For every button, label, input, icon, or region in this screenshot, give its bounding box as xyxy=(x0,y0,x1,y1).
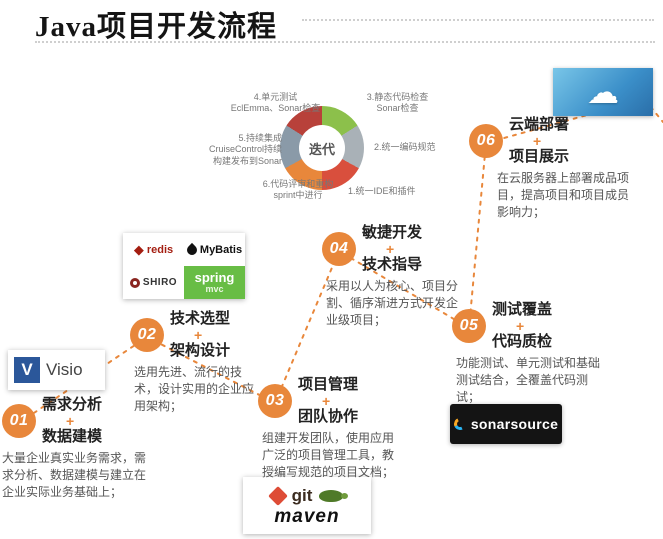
step-title-line1: 敏捷开发 xyxy=(362,224,423,241)
plus-separator: + xyxy=(322,392,331,409)
step-04-title: 敏捷开发 + 技术指导 xyxy=(362,224,462,273)
step-title-line1: 技术选型 xyxy=(170,310,231,327)
plus-separator: + xyxy=(533,132,542,149)
iteration-label-text: 3.静态代码检查 xyxy=(366,92,429,102)
step-title-line2: 项目展示 xyxy=(509,147,570,165)
iteration-center-label: 迭代 xyxy=(299,125,345,171)
plus-separator: + xyxy=(516,317,525,334)
step-01-description: 大量企业真实业务需求，需求分析、数据建模与建立在企业实际业务基础上； xyxy=(2,451,147,500)
step-title-line1: 测试覆盖 xyxy=(492,301,553,318)
step-01: 01 需求分析 + 数据建模 大量企业真实业务需求，需求分析、数据建模与建立在企… xyxy=(2,396,154,501)
mybatis-bird-icon xyxy=(184,242,199,257)
cloud-icon: ☁ xyxy=(587,74,619,110)
step-04: 04 敏捷开发 + 技术指导 采用以人为核心、项目分割、循序渐进方式开发企业级项… xyxy=(322,224,462,329)
shiro-icon xyxy=(129,277,140,288)
step-title-line2: 架构设计 xyxy=(170,341,231,359)
step-03-title: 项目管理 + 团队协作 xyxy=(298,376,404,425)
step-title-line2: 团队协作 xyxy=(298,407,359,425)
iteration-label-text: CruiseControl持续 xyxy=(208,144,282,155)
step-02-description: 选用先进、流行的技术，设计实用的企业应用架构； xyxy=(134,365,255,414)
step-title-line1: 项目管理 xyxy=(298,376,359,393)
step-05: 05 测试覆盖 + 代码质检 功能测试、单元测试和基础测试结合，全覆盖代码测试； xyxy=(452,301,602,406)
shiro-label: SHIRO xyxy=(142,277,178,288)
page-title: Java项目开发流程 xyxy=(35,11,278,43)
step-03-number-badge: 03 xyxy=(258,384,292,418)
maven-label: maven xyxy=(274,505,340,527)
iteration-label-unified-ide: 1.统一IDE和插件 xyxy=(348,186,440,197)
mybatis-label: MyBatis xyxy=(199,243,243,256)
plus-separator: + xyxy=(386,240,395,257)
step-06: 06 云端部署 + 项目展示 在云服务器上部署成品项目，提高项目和项目成员影响力… xyxy=(469,116,629,221)
iteration-label-text: 2.统一编码规范 xyxy=(374,142,436,152)
title-dotted-line-bottom xyxy=(35,41,655,43)
title-dotted-line-right xyxy=(302,19,654,21)
step-02-title: 技术选型 + 架构设计 xyxy=(170,310,264,359)
step-02-number-badge: 02 xyxy=(130,318,164,352)
iteration-label-text: 5.持续集成 xyxy=(238,133,282,143)
iteration-label-coding-standard: 2.统一编码规范 xyxy=(374,142,464,153)
step-title-line1: 云端部署 xyxy=(509,116,570,133)
iteration-label-text: 6.代码评审和重构 xyxy=(262,179,334,189)
mybatis-logo: MyBatis xyxy=(184,233,245,266)
redis-icon: ◆ xyxy=(133,242,144,257)
iteration-donut: 迭代 xyxy=(280,106,364,190)
step-06-description: 在云服务器上部署成品项目，提高项目和项目成员影响力； xyxy=(497,171,630,220)
tech-logos-panel: ◆ redis MyBatis SHIRO spring mvc xyxy=(123,233,245,299)
sonarsource-logo: sonarsource xyxy=(450,404,562,444)
step-03: 03 项目管理 + 团队协作 组建开发团队，使用应用广泛的项目管理工具，教授编写… xyxy=(258,376,404,481)
iteration-label-text: 4.单元测试 xyxy=(253,92,298,102)
plus-separator: + xyxy=(66,412,75,429)
iteration-label-continuous-integration: 5.持续集成 CruiseControl持续 构建发布到Sonar xyxy=(198,133,282,167)
iteration-label-text: sprint中进行 xyxy=(273,190,323,201)
step-05-number-badge: 05 xyxy=(452,309,486,343)
iteration-label-unit-test: 4.单元测试 EclEmma、Sonar检查 xyxy=(228,92,323,115)
git-label: git xyxy=(291,485,313,505)
iteration-label-text: Sonar检查 xyxy=(376,103,419,114)
spring-label: spring xyxy=(194,270,235,286)
visio-logo: V Visio xyxy=(8,350,105,390)
git-logo: git xyxy=(267,485,349,506)
cloud-deployment-image: ☁ xyxy=(553,68,653,116)
iteration-label-text: EclEmma、Sonar检查 xyxy=(230,103,321,114)
step-06-number-badge: 06 xyxy=(469,124,503,158)
redis-label: redis xyxy=(146,243,174,256)
iteration-label-static-check: 3.静态代码检查 Sonar检查 xyxy=(350,92,445,115)
sonarsource-label: sonarsource xyxy=(470,416,559,432)
step-01-title: 需求分析 + 数据建模 xyxy=(42,396,154,445)
iteration-label-text: 构建发布到Sonar xyxy=(212,155,282,166)
shiro-logo: SHIRO xyxy=(123,266,184,299)
step-title-line2: 数据建模 xyxy=(42,427,103,445)
sonarsource-icon xyxy=(452,416,468,432)
step-title-line1: 需求分析 xyxy=(42,396,103,413)
redis-logo: ◆ redis xyxy=(123,233,184,266)
spring-mvc-label: mvc xyxy=(205,283,224,294)
step-title-line2: 技术指导 xyxy=(362,255,423,273)
step-01-number-badge: 01 xyxy=(2,404,36,438)
spring-mvc-logo: spring mvc xyxy=(184,266,245,299)
git-maven-panel: git maven xyxy=(243,477,371,534)
iteration-label-text: 1.统一IDE和插件 xyxy=(348,186,416,196)
turtle-icon xyxy=(319,489,349,502)
git-icon xyxy=(267,485,288,506)
step-title-line2: 代码质检 xyxy=(492,332,553,350)
step-03-description: 组建开发团队，使用应用广泛的项目管理工具，教授编写规范的项目文档； xyxy=(262,431,395,480)
visio-icon: V xyxy=(14,357,40,383)
step-04-number-badge: 04 xyxy=(322,232,356,266)
iteration-label-code-review: 6.代码评审和重构 sprint中进行 xyxy=(252,179,344,202)
plus-separator: + xyxy=(194,326,203,343)
step-04-description: 采用以人为核心、项目分割、循序渐进方式开发企业级项目； xyxy=(326,279,459,328)
step-05-description: 功能测试、单元测试和基础测试结合，全覆盖代码测试； xyxy=(456,356,601,405)
visio-label: Visio xyxy=(46,360,83,379)
step-02: 02 技术选型 + 架构设计 选用先进、流行的技术，设计实用的企业应用架构； xyxy=(130,310,264,415)
step-05-title: 测试覆盖 + 代码质检 xyxy=(492,301,602,350)
step-06-title: 云端部署 + 项目展示 xyxy=(509,116,629,165)
